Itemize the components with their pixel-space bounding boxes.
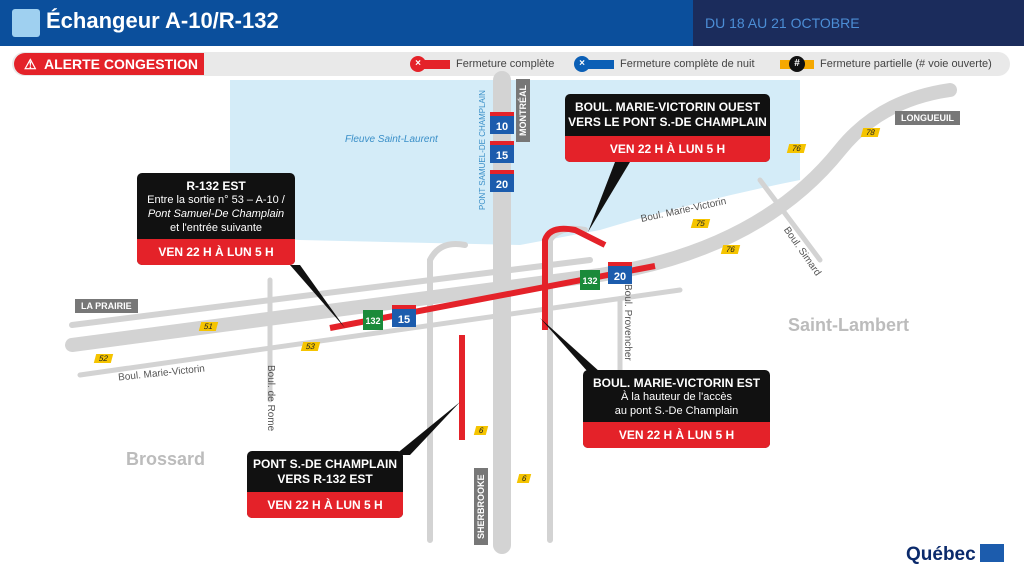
warning-icon: ⚠ [24, 56, 37, 72]
hash-icon: # [789, 55, 805, 72]
direction-sign: LA PRAIRIE [75, 299, 138, 313]
callout-dates: VEN 22 H À LUN 5 H [247, 492, 403, 518]
callout-mv-ouest: BOUL. MARIE-VICTORIN OUEST VERS LE PONT … [565, 94, 770, 162]
callout-dates: VEN 22 H À LUN 5 H [565, 136, 770, 162]
callout-text: au pont S.-De Champlain [614, 405, 739, 417]
date-range: DU 18 AU 21 OCTOBRE [705, 15, 860, 31]
autoroute-shield: 15 [490, 141, 514, 163]
highway-132 [65, 83, 957, 352]
callout-r132-est: R-132 EST Entre la sortie n° 53 – A-10 /… [137, 173, 295, 265]
direction-sign: MONTRÉAL [516, 79, 530, 142]
autoroute-shield: 15 [392, 305, 416, 327]
callout-text: et l'entrée suivante [170, 222, 262, 234]
page-title: Échangeur A-10/R-132 [46, 8, 279, 33]
header-date-panel [693, 0, 1024, 46]
direction-sign: LONGUEUIL [895, 111, 960, 125]
brand-text: Québec [906, 544, 976, 565]
exit-number: 6 [516, 474, 532, 483]
callout-title: VERS LE PONT S.-DE CHAMPLAIN [568, 115, 767, 129]
quebec-logo: Québec [906, 544, 1004, 566]
road [77, 287, 683, 378]
autoroute-shield: 10 [490, 112, 514, 134]
callout-title: BOUL. MARIE-VICTORIN OUEST [574, 100, 761, 114]
legend-item-partial: # Fermeture partielle (# voie ouverte) [780, 55, 992, 72]
exit-number: 51 [198, 322, 219, 331]
close-icon: × [410, 55, 426, 72]
exit-number: 52 [93, 354, 114, 363]
callout-text: À la hauteur de l'accès [621, 391, 732, 403]
exit-number: 78 [860, 128, 881, 137]
closure-132 [329, 263, 656, 331]
callout-mv-est: BOUL. MARIE-VICTORIN EST À la hauteur de… [583, 370, 770, 448]
legend-label: Fermeture complète [456, 58, 555, 70]
exit-number: 76 [720, 245, 741, 254]
fleurdelise-icon [979, 544, 1004, 562]
autoroute-shield: 20 [608, 262, 632, 284]
callout-text: Entre la sortie n° 53 – A-10 / [147, 194, 285, 206]
route-shield: 132 [363, 310, 383, 330]
alert-label: ALERTE CONGESTION [44, 56, 199, 72]
callout-text: Pont Samuel-De Champlain [147, 208, 285, 220]
callout-dates: VEN 22 H À LUN 5 H [583, 422, 770, 448]
callout-pointer [540, 318, 600, 372]
legend-label: Fermeture complète de nuit [620, 58, 755, 70]
exit-number: 6 [473, 426, 489, 435]
place-label: Brossard [126, 449, 206, 469]
legend-item-full: × Fermeture complète [410, 55, 555, 72]
place-label: Saint-Lambert [788, 315, 910, 335]
street-label: Boul. Provencher [622, 284, 633, 361]
street [267, 177, 823, 403]
callout-pointer [395, 402, 460, 455]
callout-pointer [588, 162, 630, 232]
alert-badge: ⚠ ALERTE CONGESTION [14, 53, 204, 75]
route-shield: 132 [580, 270, 600, 290]
legend-label: Fermeture partielle (# voie ouverte) [820, 58, 992, 70]
autoroute-shield: 20 [490, 170, 514, 192]
callout-title: PONT S.-DE CHAMPLAIN [253, 457, 397, 471]
callout-title: BOUL. MARIE-VICTORIN EST [592, 376, 761, 390]
street-label: Boul. de Rome [265, 365, 276, 432]
callout-pointer [290, 265, 345, 328]
legend-item-night: × Fermeture complète de nuit [574, 55, 755, 72]
callout-dates: VEN 22 H À LUN 5 H [137, 239, 295, 265]
closure-ramp [542, 225, 607, 330]
bridge-label: PONT SAMUEL-DE CHAMPLAIN [478, 90, 487, 210]
roadwork-icon [12, 9, 40, 37]
callout-pont: PONT S.-DE CHAMPLAIN VERS R-132 EST VEN … [247, 451, 403, 518]
callout-title: VERS R-132 EST [277, 472, 373, 486]
exit-number: 75 [690, 219, 711, 228]
callout-title: R-132 EST [186, 179, 246, 193]
exit-number: 53 [300, 342, 321, 351]
exit-number: 76 [786, 144, 807, 153]
close-icon: × [574, 55, 590, 72]
direction-sign: SHERBROOKE [474, 468, 488, 545]
river-label: Fleuve Saint-Laurent [345, 134, 438, 145]
